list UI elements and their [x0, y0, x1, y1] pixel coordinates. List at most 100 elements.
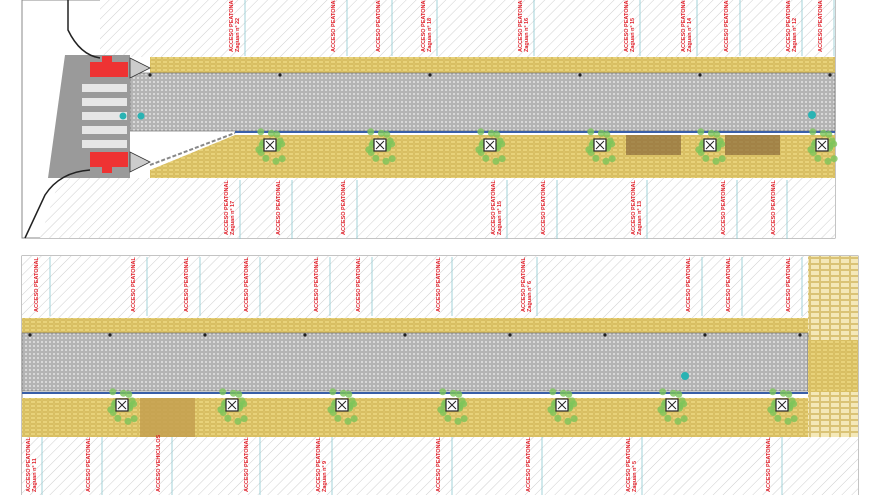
zebra-crossing — [82, 84, 127, 148]
upper-sidewalk — [150, 57, 835, 73]
tree — [657, 388, 688, 425]
access-label-text: ACCESO PEATONAL — [726, 257, 732, 312]
access-label-text: ACCESO PEATONAL — [86, 437, 92, 492]
tree — [107, 388, 138, 425]
bollard — [148, 73, 152, 77]
access-label: ACCESO PEATONAL — [686, 257, 703, 316]
access-label-text: ACCESO PEATONAL — [721, 180, 727, 235]
access-label-text: ACCESO PEATONAL — [316, 437, 322, 492]
access-label-sub: Zaguan nº 11 — [32, 458, 38, 492]
access-label: ACCESO PEATONAL — [131, 257, 148, 316]
bollard — [508, 333, 512, 337]
access-label: ACCESO PEATONAL — [184, 257, 201, 316]
access-label-text: ACCESO PEATONAL — [244, 257, 250, 312]
access-label-text: ACCESO PEATONAL — [766, 437, 772, 492]
tree — [327, 388, 358, 425]
bench-area — [725, 135, 780, 155]
lower-plots-hatch — [22, 437, 858, 495]
kerb-taper — [149, 132, 236, 166]
access-label: ACCESO PEATONAL — [34, 257, 51, 316]
bollard — [703, 333, 707, 337]
access-label-sub: Zaguan nº 16 — [524, 18, 530, 52]
bollard — [578, 73, 582, 77]
marker-dot — [681, 372, 689, 380]
access-label: ACCESO PEATONAL — [436, 437, 453, 495]
access-label-text: ACCESO PEATONAL — [244, 437, 250, 492]
tree — [217, 388, 248, 425]
access-label: ACCESO PEATONAL — [436, 257, 453, 316]
access-label: ACCESO PEATONAL — [276, 180, 293, 239]
access-label-text: ACCESO PEATONAL — [229, 0, 235, 52]
access-label-text: ACCESO PEATONAL — [624, 0, 630, 52]
access-label-text: ACCESO PEATONAL — [436, 437, 442, 492]
access-label-sub: Zaguan nº 14 — [687, 17, 693, 52]
access-label-text: ACCESO PEATONAL — [26, 437, 32, 492]
bollard — [28, 333, 32, 337]
access-label-text: ACCESO PEATONAL — [314, 257, 320, 312]
upper-sidewalk — [22, 318, 808, 333]
access-label-text: ACCESO PEATONAL — [786, 257, 792, 312]
bollard — [203, 333, 207, 337]
tree — [695, 128, 726, 165]
access-label-sub: Zaguan nº 9 — [322, 461, 328, 492]
access-label-text: ACCESO PEATONAL — [224, 180, 230, 235]
access-label-sub: Zaguan nº 6 — [527, 281, 533, 312]
tree — [547, 388, 578, 425]
tree — [437, 388, 468, 425]
access-label-sub: Zaguan nº 13 — [637, 201, 643, 235]
road — [21, 332, 809, 392]
access-label-sub: Zaguan nº 12 — [792, 18, 798, 52]
access-label-text: ACCESO PEATONAL — [341, 180, 347, 235]
bollard — [798, 333, 802, 337]
parking-symbol-top — [90, 56, 128, 77]
bollard — [403, 333, 407, 337]
access-label-text: ACCESO PEATONAL — [34, 257, 40, 312]
tree — [807, 128, 838, 165]
left-corner-hatch — [40, 178, 150, 238]
access-label: ACCESO PEATONAL — [526, 437, 543, 495]
access-label-text: ACCESO PEATONAL — [491, 180, 497, 235]
bollard — [278, 73, 282, 77]
access-label-sub: Zaguan nº 15 — [497, 201, 503, 235]
access-label-text: ACCESO PEATONAL — [131, 257, 137, 312]
access-label-text: ACCESO PEATONAL — [184, 257, 190, 312]
access-label-text: ACCESO PEATONAL — [331, 0, 337, 52]
upper-plots-hatch — [22, 256, 808, 318]
access-label-text: ACCESO PEATONAL — [521, 257, 527, 312]
access-label: ACCESO PEATONAL — [724, 0, 741, 56]
tree — [365, 128, 396, 165]
access-label: ACCESO PEATONAL — [766, 437, 783, 495]
access-label: ACCESO PEATONAL — [356, 257, 373, 316]
marker-dot — [808, 111, 816, 119]
access-label-text: ACCESO VEHICULOS — [156, 435, 162, 492]
access-label-text: ACCESO PEATONAL — [818, 0, 824, 52]
access-label-text: ACCESO PEATONAL — [681, 0, 687, 52]
access-label: ACCESO PEATONAL — [818, 0, 835, 56]
access-label-sub: Zaguan nº 5 — [632, 461, 638, 492]
tree — [255, 128, 286, 165]
road-end — [808, 340, 858, 392]
access-label: ACCESO PEATONAL — [331, 0, 348, 56]
access-label-text: ACCESO PEATONAL — [541, 180, 547, 235]
bollard — [698, 73, 702, 77]
access-label: ACCESO PEATONAL — [244, 257, 261, 316]
access-label-sub: Zaguan nº 18 — [427, 18, 433, 52]
access-label-text: ACCESO PEATONAL — [724, 0, 730, 52]
access-label-text: ACCESO PEATONAL — [356, 257, 362, 312]
bench-area — [626, 135, 681, 155]
tree — [475, 128, 506, 165]
access-label-text: ACCESO PEATONAL — [786, 0, 792, 52]
kerb-triangle-bottom — [129, 151, 151, 173]
access-label-text: ACCESO PEATONAL — [276, 180, 282, 235]
bollard — [108, 333, 112, 337]
road — [129, 72, 836, 132]
access-label: ACCESO PEATONAL — [314, 257, 331, 316]
